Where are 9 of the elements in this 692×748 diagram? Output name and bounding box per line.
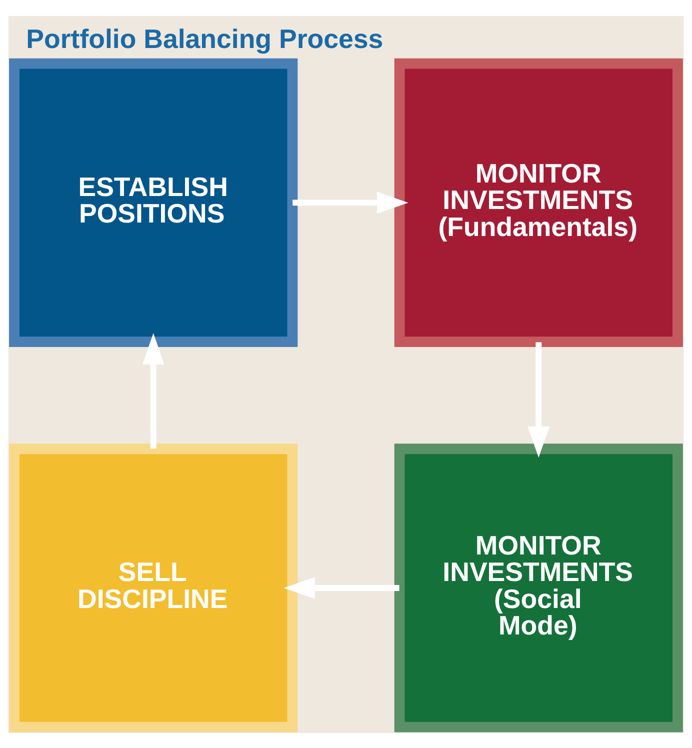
- diagram-title: Portfolio Balancing Process: [26, 23, 384, 54]
- node-box: SELL DISCIPLINE: [9, 443, 298, 732]
- node-box: MONITOR INVESTMENTS (Fundamentals): [394, 58, 683, 346]
- node-box: ESTABLISH POSITIONS: [9, 58, 298, 346]
- arrow: [142, 332, 164, 448]
- arrow: [528, 342, 550, 458]
- arrow: [292, 191, 408, 214]
- arrow: [284, 576, 400, 598]
- node-box: MONITOR INVESTMENTS (Social Mode): [394, 443, 683, 732]
